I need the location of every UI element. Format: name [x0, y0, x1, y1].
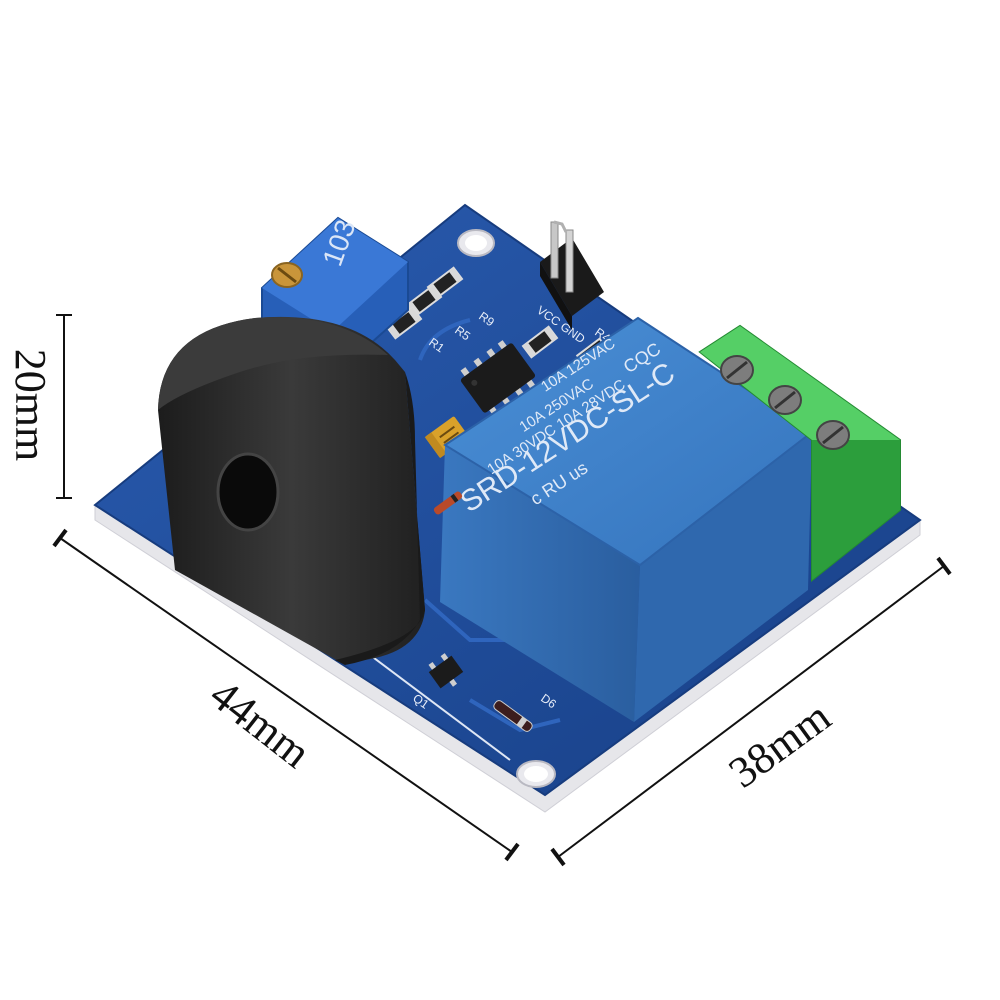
dim-line-width	[557, 565, 945, 858]
pcb-trace	[468, 698, 561, 733]
silkscreen-line	[349, 639, 511, 761]
tantalum-capacitor	[424, 416, 469, 459]
diode	[433, 491, 463, 515]
pcb-trace	[418, 318, 471, 361]
smd-resistor	[521, 325, 559, 359]
diode	[493, 700, 533, 732]
mounting-hole	[524, 766, 548, 782]
terminal-screw	[720, 355, 754, 385]
terminal-screw	[768, 385, 802, 415]
smd-resistor	[385, 306, 423, 340]
terminal-screw	[816, 420, 850, 450]
relay-side-left	[440, 445, 640, 722]
header-pins	[540, 220, 604, 330]
mounting-hole	[465, 235, 487, 251]
dim-line-length	[59, 537, 513, 853]
dimension-lines	[52, 314, 952, 867]
relay-side-right	[634, 432, 812, 722]
transformer-hole	[216, 452, 280, 532]
smd-transistor	[428, 653, 464, 689]
current-transformer	[158, 316, 425, 665]
relay: SRD-12VDC-SL-C 10A 250VAC 10A 30VDC 10A …	[440, 316, 814, 722]
screw-terminal-block	[698, 324, 901, 583]
dimension-height-label: 20mm	[6, 348, 55, 462]
